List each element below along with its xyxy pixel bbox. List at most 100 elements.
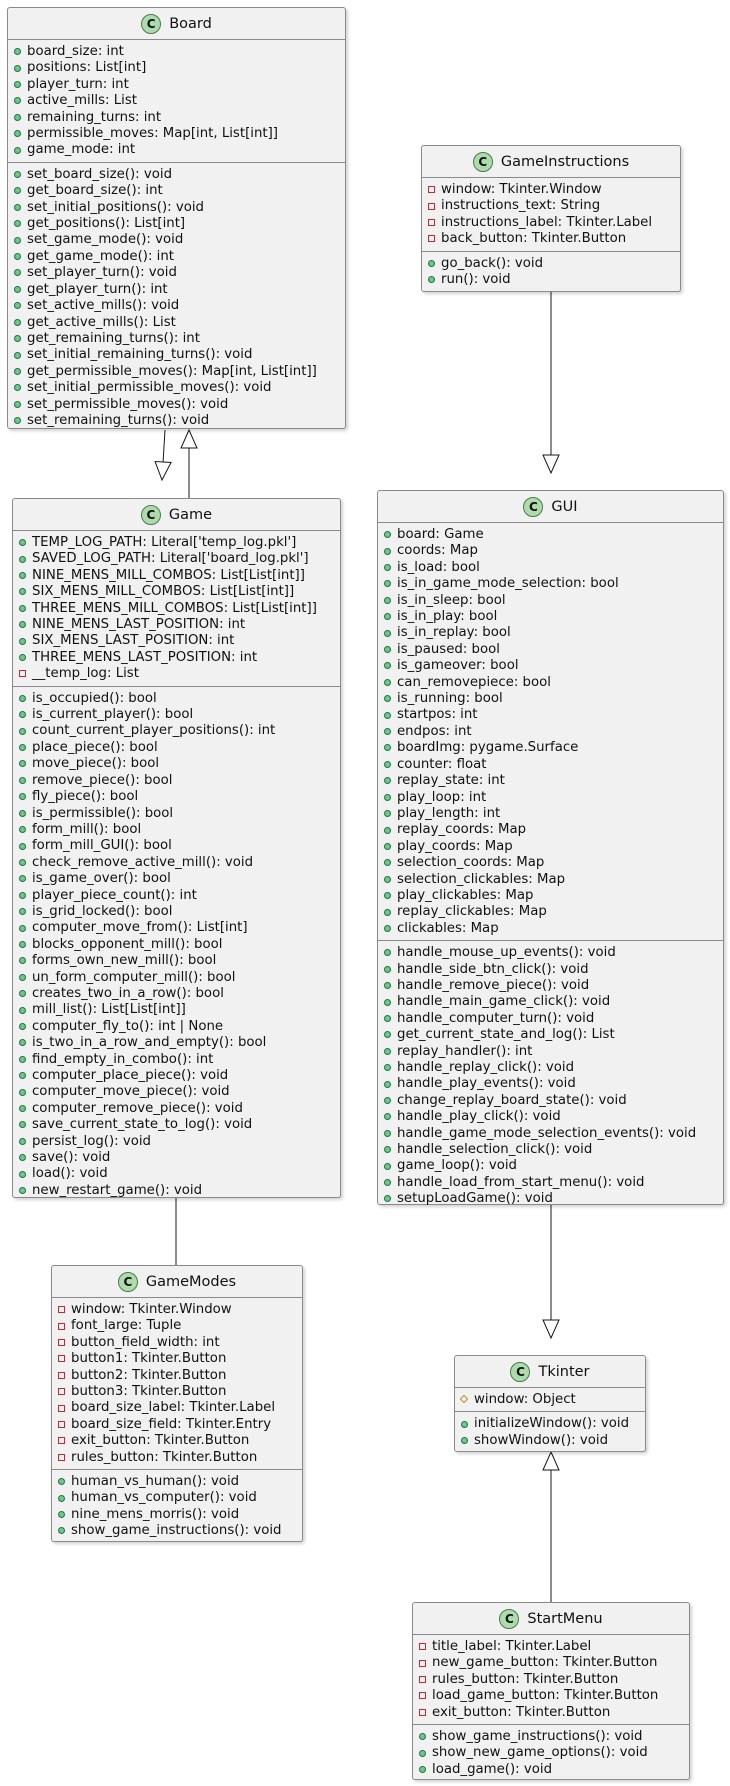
public-visibility-icon bbox=[418, 1746, 428, 1762]
public-visibility-icon bbox=[18, 953, 28, 969]
method-row: get_player_turn(): int bbox=[8, 282, 345, 298]
public-visibility-icon bbox=[13, 348, 23, 364]
attribute-text: button_field_width: int bbox=[71, 1334, 220, 1350]
private-visibility-icon bbox=[427, 199, 437, 215]
method-text: set_remaining_turns(): void bbox=[27, 412, 210, 428]
method-text: handle_remove_piece(): void bbox=[397, 977, 590, 993]
method-text: handle_load_from_start_menu(): void bbox=[397, 1174, 645, 1190]
attribute-row: endpos: int bbox=[378, 724, 723, 740]
method-row: form_mill_GUI(): bool bbox=[13, 838, 340, 854]
attribute-text: button2: Tkinter.Button bbox=[71, 1367, 227, 1383]
public-visibility-icon bbox=[18, 1167, 28, 1183]
public-visibility-icon bbox=[13, 397, 23, 413]
attribute-row: counter: float bbox=[378, 757, 723, 773]
method-text: set_active_mills(): void bbox=[27, 298, 180, 314]
private-visibility-icon bbox=[18, 666, 28, 682]
public-visibility-icon bbox=[383, 576, 393, 592]
method-text: set_initial_remaining_turns(): void bbox=[27, 347, 253, 363]
method-text: mill_list(): List[List[int]] bbox=[32, 1002, 186, 1018]
public-visibility-icon bbox=[383, 872, 393, 888]
public-visibility-icon bbox=[383, 823, 393, 839]
method-row: set_remaining_turns(): void bbox=[8, 413, 345, 429]
method-row: fly_piece(): bool bbox=[13, 789, 340, 805]
method-text: show_game_instructions(): void bbox=[432, 1729, 643, 1745]
method-row: get_permissible_moves(): Map[int, List[i… bbox=[8, 364, 345, 380]
public-visibility-icon bbox=[383, 773, 393, 789]
method-row: is_game_over(): bool bbox=[13, 871, 340, 887]
class-stereotype-icon: C bbox=[472, 151, 493, 172]
attribute-text: is_paused: bool bbox=[397, 641, 500, 657]
attribute-row: is_in_play: bool bbox=[378, 609, 723, 625]
public-visibility-icon bbox=[18, 584, 28, 600]
method-row: handle_selection_click(): void bbox=[378, 1142, 723, 1158]
private-visibility-icon bbox=[418, 1656, 428, 1672]
method-text: handle_mouse_up_events(): void bbox=[397, 945, 616, 961]
method-row: is_current_player(): bool bbox=[13, 707, 340, 723]
public-visibility-icon bbox=[13, 183, 23, 199]
method-text: save_current_state_to_log(): void bbox=[32, 1117, 253, 1133]
attribute-text: play_clickables: Map bbox=[397, 887, 534, 903]
public-visibility-icon bbox=[18, 617, 28, 633]
public-visibility-icon bbox=[383, 962, 393, 978]
attribute-row: play_loop: int bbox=[378, 790, 723, 806]
attribute-row: window: Tkinter.Window bbox=[422, 182, 680, 198]
method-row: set_initial_remaining_turns(): void bbox=[8, 347, 345, 363]
method-row: handle_replay_click(): void bbox=[378, 1060, 723, 1076]
attribute-text: SIX_MENS_LAST_POSITION: int bbox=[32, 633, 235, 649]
method-text: un_form_computer_mill(): bool bbox=[32, 969, 236, 985]
private-visibility-icon bbox=[57, 1302, 67, 1318]
public-visibility-icon bbox=[18, 1052, 28, 1068]
attribute-text: is_in_play: bool bbox=[397, 609, 498, 625]
method-text: is_grid_locked(): bool bbox=[32, 903, 173, 919]
attribute-text: board_size_label: Tkinter.Label bbox=[71, 1400, 276, 1416]
attribute-row: SIX_MENS_LAST_POSITION: int bbox=[13, 633, 340, 649]
attribute-row: replay_state: int bbox=[378, 773, 723, 789]
generalization-arrowhead-icon bbox=[542, 454, 560, 475]
method-row: go_back(): void bbox=[422, 256, 680, 272]
public-visibility-icon bbox=[418, 1762, 428, 1778]
public-visibility-icon bbox=[18, 535, 28, 551]
attribute-row: title_label: Tkinter.Label bbox=[413, 1639, 689, 1655]
attribute-text: board_size: int bbox=[27, 44, 124, 59]
attribute-text: is_load: bool bbox=[397, 559, 480, 575]
public-visibility-icon bbox=[383, 740, 393, 756]
method-text: handle_game_mode_selection_events(): voi… bbox=[397, 1125, 697, 1141]
attribute-row: is_gameover: bool bbox=[378, 658, 723, 674]
method-row: computer_fly_to(): int | None bbox=[13, 1019, 340, 1035]
attribute-text: THREE_MENS_LAST_POSITION: int bbox=[32, 649, 258, 665]
method-text: form_mill(): bool bbox=[32, 821, 142, 837]
class-name: Game bbox=[168, 506, 213, 523]
method-row: initializeWindow(): void bbox=[455, 1416, 645, 1432]
method-text: computer_place_piece(): void bbox=[32, 1068, 229, 1083]
method-row: set_active_mills(): void bbox=[8, 298, 345, 314]
attribute-row: clickables: Map bbox=[378, 921, 723, 937]
attribute-row: THREE_MENS_LAST_POSITION: int bbox=[13, 650, 340, 666]
public-visibility-icon bbox=[383, 658, 393, 674]
attribute-text: back_button: Tkinter.Button bbox=[441, 231, 627, 247]
public-visibility-icon bbox=[13, 143, 23, 159]
class-name: Board bbox=[169, 15, 212, 32]
attribute-text: endpos: int bbox=[397, 723, 472, 739]
attribute-row: play_coords: Map bbox=[378, 839, 723, 855]
method-text: handle_computer_turn(): void bbox=[397, 1010, 595, 1026]
method-row: handle_main_game_click(): void bbox=[378, 994, 723, 1010]
private-visibility-icon bbox=[57, 1319, 67, 1335]
method-row: computer_move_from(): List[int] bbox=[13, 920, 340, 936]
method-row: load(): void bbox=[13, 1166, 340, 1182]
public-visibility-icon bbox=[13, 126, 23, 142]
public-visibility-icon bbox=[18, 568, 28, 584]
method-row: get_current_state_and_log(): List bbox=[378, 1027, 723, 1043]
public-visibility-icon bbox=[13, 233, 23, 249]
public-visibility-icon bbox=[18, 1085, 28, 1101]
attribute-list: TEMP_LOG_PATH: Literal['temp_log.pkl']SA… bbox=[13, 531, 340, 686]
method-row: player_piece_count(): int bbox=[13, 888, 340, 904]
attribute-row: board_size_field: Tkinter.Entry bbox=[52, 1417, 302, 1433]
private-visibility-icon bbox=[418, 1705, 428, 1721]
class-name: StartMenu bbox=[527, 1610, 603, 1627]
public-visibility-icon bbox=[18, 888, 28, 904]
